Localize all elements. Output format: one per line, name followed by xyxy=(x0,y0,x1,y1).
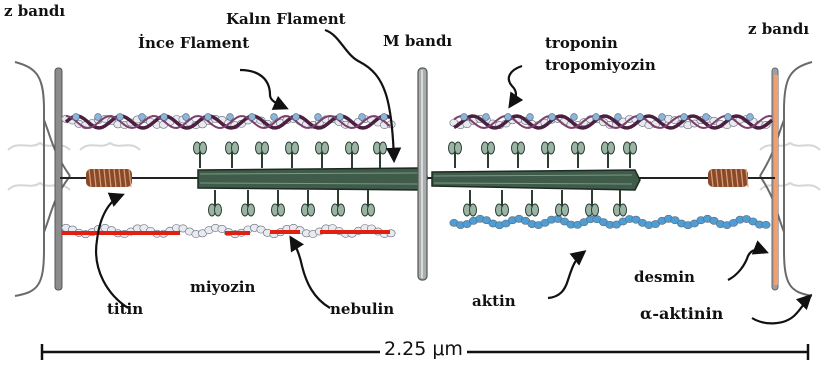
myosin-head xyxy=(620,204,627,216)
thin-filament-top-left xyxy=(62,114,395,129)
myosin-label: miyozin xyxy=(190,280,255,295)
troponin-bead xyxy=(337,114,344,121)
actin-bead xyxy=(762,221,770,228)
arrow-titin xyxy=(96,195,128,308)
troponin-bead xyxy=(381,114,388,121)
troponin-bead xyxy=(505,114,512,121)
arrow-nebulin xyxy=(291,238,330,308)
myosin-head xyxy=(470,204,477,216)
thin-filament-top-right xyxy=(450,114,772,129)
myosin-head xyxy=(352,142,359,154)
myosin-head xyxy=(215,204,222,216)
myosin-head xyxy=(292,142,299,154)
z-lattice-right xyxy=(760,143,820,190)
arrow-thin-filament xyxy=(240,70,286,108)
myosin-head xyxy=(562,204,569,216)
arrow-alpha-actinin xyxy=(752,296,810,323)
titin-label: titin xyxy=(107,302,143,317)
troponin-bead xyxy=(637,114,644,121)
troponin-bead xyxy=(725,114,732,121)
troponin-bead xyxy=(205,114,212,121)
arrow-troponin xyxy=(509,66,522,106)
desmin-strand xyxy=(774,75,778,285)
thin-filament-bottom-right xyxy=(450,215,770,229)
troponin-bead xyxy=(615,114,622,121)
z-band-left-label: z bandı xyxy=(4,4,65,19)
myosin-head xyxy=(248,204,255,216)
myosin-head xyxy=(608,142,615,154)
myosin-head xyxy=(262,142,269,154)
troponin-bead xyxy=(359,114,366,121)
myosin-head xyxy=(630,142,637,154)
thin-filament-label: İnce Flament xyxy=(138,36,249,51)
troponin-bead xyxy=(593,114,600,121)
troponin-bead xyxy=(315,114,322,121)
m-band-label: M bandı xyxy=(383,34,452,49)
tropomyosin-label: tropomiyozin xyxy=(545,58,656,73)
troponin-bead xyxy=(139,114,146,121)
troponin-bead xyxy=(659,114,666,121)
titin-spring-left xyxy=(86,169,132,187)
z-band-right-label: z bandı xyxy=(748,22,809,37)
actin-label: aktin xyxy=(472,294,516,309)
troponin-bead xyxy=(227,114,234,121)
troponin-bead xyxy=(249,114,256,121)
troponin-bead xyxy=(73,114,80,121)
myosin-head xyxy=(322,142,329,154)
nebulin-strand xyxy=(62,232,390,233)
alpha-actinin-label: α-aktinin xyxy=(640,306,723,322)
myosin-head xyxy=(518,142,525,154)
troponin-bead xyxy=(681,114,688,121)
myosin-head xyxy=(455,142,462,154)
myosin-head xyxy=(380,142,387,154)
troponin-bead xyxy=(703,114,710,121)
troponin-bead xyxy=(95,114,102,121)
myosin-head xyxy=(338,204,345,216)
troponin-bead xyxy=(271,114,278,121)
troponin-bead xyxy=(549,114,556,121)
arrow-desmin xyxy=(728,250,766,280)
myosin-head xyxy=(368,204,375,216)
myosin-head xyxy=(592,204,599,216)
troponin-bead xyxy=(461,114,468,121)
arrow-actin xyxy=(548,252,584,298)
troponin-bead xyxy=(571,114,578,121)
desmin-label: desmin xyxy=(634,270,695,285)
troponin-bead xyxy=(293,114,300,121)
myosin-head xyxy=(488,142,495,154)
nebulin-label: nebulin xyxy=(330,302,394,317)
scale-bar-label: 2.25 μm xyxy=(380,340,467,359)
troponin-bead xyxy=(527,114,534,121)
m-band xyxy=(418,68,427,280)
myosin-head xyxy=(548,142,555,154)
myosin-head xyxy=(578,142,585,154)
thick-filament-label: Kalın Flament xyxy=(226,12,346,27)
troponin-bead xyxy=(117,114,124,121)
titin-spring-right xyxy=(708,169,748,187)
myosin-head xyxy=(532,204,539,216)
myosin-head xyxy=(278,204,285,216)
myosin-head xyxy=(308,204,315,216)
troponin-bead xyxy=(747,114,754,121)
troponin-label: troponin xyxy=(545,36,618,51)
myosin-head xyxy=(200,142,207,154)
myosin-head xyxy=(232,142,239,154)
troponin-bead xyxy=(183,114,190,121)
troponin-bead xyxy=(483,114,490,121)
troponin-bead xyxy=(161,114,168,121)
myosin-head xyxy=(502,204,509,216)
